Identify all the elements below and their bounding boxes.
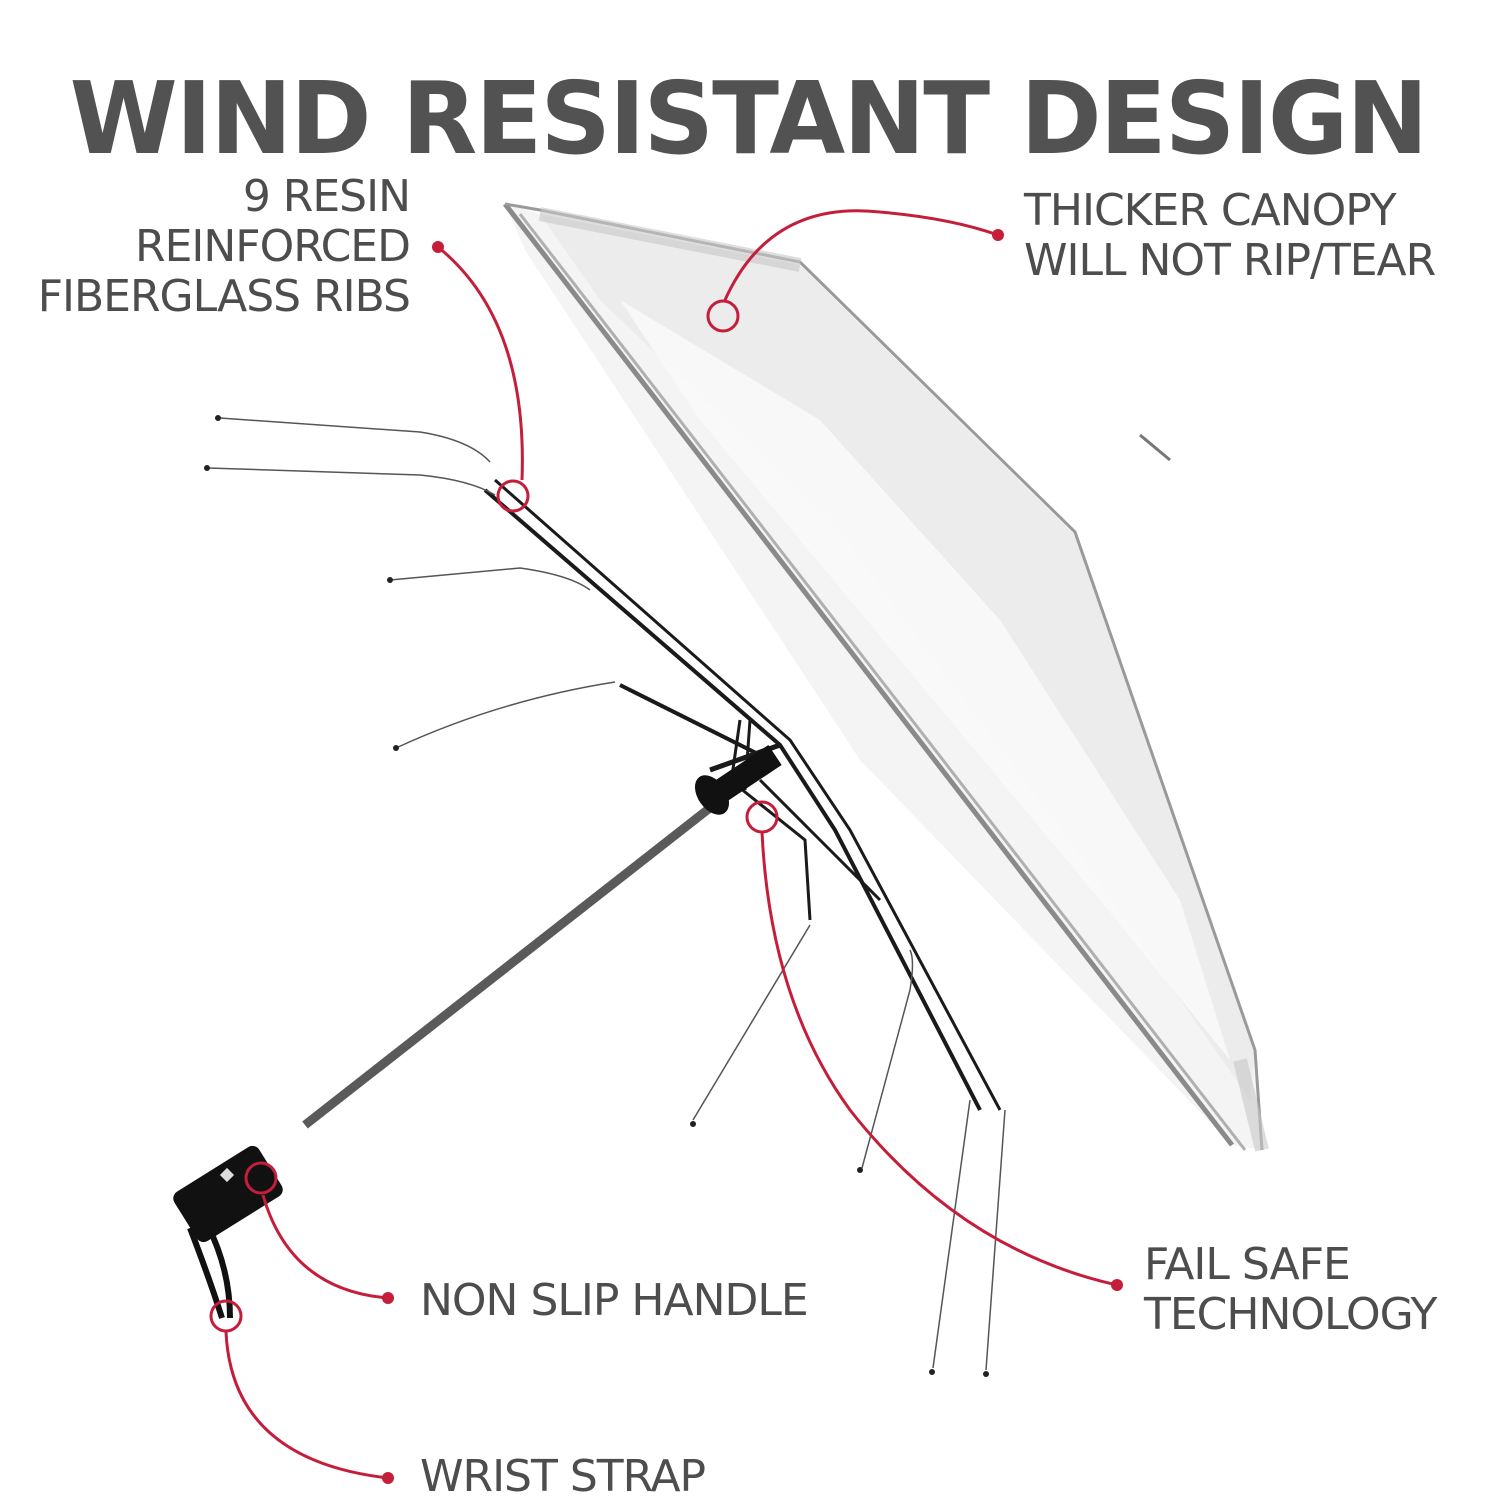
callout-dots xyxy=(382,229,1123,1484)
callout-failsafe-label: FAIL SAFE TECHNOLOGY xyxy=(1144,1239,1437,1340)
callout-line: WRIST STRAP xyxy=(420,1451,706,1502)
callout-line: WILL NOT RIP/TEAR xyxy=(1024,235,1436,286)
callout-line: FIBERGLASS RIBS xyxy=(37,271,411,322)
callout-line: REINFORCED xyxy=(135,221,411,272)
callout-line: 9 RESIN xyxy=(242,171,411,222)
page-title: WIND RESISTANT DESIGN xyxy=(69,60,1429,177)
wrist-strap xyxy=(187,1224,233,1319)
rib-tips xyxy=(207,417,1006,1371)
handle xyxy=(173,1145,283,1243)
callout-line: THICKER CANOPY xyxy=(1024,185,1397,236)
shaft xyxy=(302,796,723,1129)
hub xyxy=(694,745,782,815)
callout-ribs-label: 9 RESIN REINFORCED FIBERGLASS RIBS xyxy=(37,171,411,322)
callout-line: NON SLIP HANDLE xyxy=(420,1275,809,1326)
callout-canopy-label: THICKER CANOPY WILL NOT RIP/TEAR xyxy=(1024,185,1436,286)
callout-lines xyxy=(209,209,1118,1480)
callout-line: TECHNOLOGY xyxy=(1144,1289,1437,1340)
callout-line: FAIL SAFE xyxy=(1144,1239,1351,1290)
rib-tip-caps xyxy=(204,415,989,1377)
frame-ribs xyxy=(483,478,1002,1111)
callout-strap-label: WRIST STRAP xyxy=(420,1451,706,1502)
canopy xyxy=(503,202,1269,1152)
callout-handle-label: NON SLIP HANDLE xyxy=(420,1275,809,1326)
